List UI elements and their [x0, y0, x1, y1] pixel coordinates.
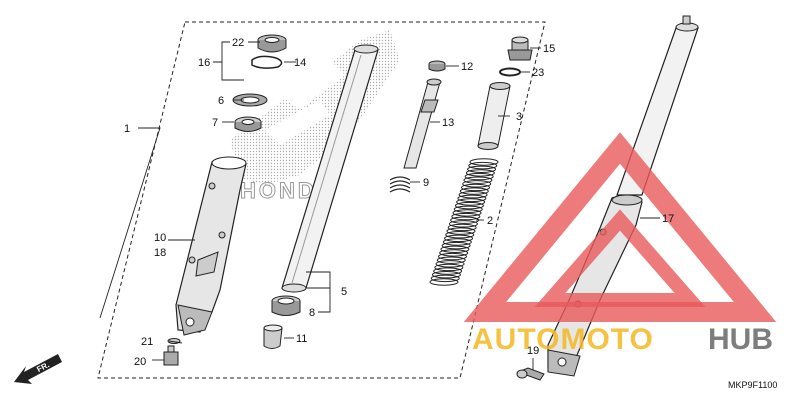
spring-coil	[429, 278, 459, 286]
front-direction-arrow: FR.	[14, 354, 62, 384]
part-label-8: 8	[309, 307, 315, 319]
oil-lock-piece	[263, 324, 283, 349]
piston-ring	[428, 60, 446, 72]
automotohub-triangle-logo	[463, 132, 777, 322]
fork-cap-bolt	[507, 36, 533, 61]
spring-coil	[461, 183, 491, 192]
part-label-9: 9	[423, 177, 429, 189]
spring-coil	[448, 220, 478, 228]
o-ring	[499, 67, 521, 77]
spring-coil	[439, 249, 469, 257]
spring-coil	[447, 223, 477, 232]
part-label-6: 6	[218, 95, 224, 107]
spring-coil	[435, 260, 465, 268]
part-label-12: 12	[461, 61, 473, 73]
part-label-5: 5	[341, 286, 347, 298]
spring-coil	[459, 187, 489, 195]
part-label-2: 2	[487, 215, 493, 227]
fork-tube	[281, 44, 379, 293]
spring-coil	[452, 209, 482, 217]
rebound-spring	[389, 176, 411, 193]
spring-coil	[441, 241, 471, 250]
spring-coil	[433, 267, 463, 275]
part-label-13: 13	[442, 117, 454, 129]
spring-coil	[444, 234, 474, 243]
assembly-boundary	[97, 21, 546, 379]
leader-lines	[99, 41, 660, 370]
socket-bolt	[516, 367, 545, 381]
guide-bushing	[234, 116, 262, 132]
spring-collar	[477, 82, 511, 150]
spring-coil	[431, 271, 461, 279]
part-label-23: 23	[532, 67, 544, 79]
diagram-code: MKP9F1100	[728, 380, 777, 390]
fork-spring	[429, 158, 499, 286]
part-label-11: 11	[296, 333, 307, 345]
spring-coil	[440, 245, 470, 253]
part-label-10: 10	[154, 232, 166, 244]
spring-coil	[436, 256, 466, 264]
dust-seal	[257, 34, 287, 53]
spring-coil	[454, 201, 484, 210]
spring-coil	[462, 180, 492, 188]
part-label-3: 3	[516, 111, 522, 123]
part-label-20: 20	[134, 356, 146, 368]
part-label-17: 17	[662, 213, 674, 225]
spring-coil	[465, 169, 495, 177]
spring-coil	[453, 205, 483, 213]
spring-coil	[463, 176, 493, 184]
part-label-22: 22	[232, 37, 244, 49]
part-label-7: 7	[212, 117, 218, 129]
spring-coil	[446, 227, 476, 235]
damper-rod	[403, 78, 442, 169]
part-label-15: 15	[543, 43, 555, 55]
spring-coil	[434, 263, 464, 272]
part-label-19: 19	[527, 345, 539, 357]
watermark-brand-right: HUB	[708, 323, 773, 356]
spring-coil	[430, 274, 460, 283]
spring-coil	[457, 194, 487, 203]
part-label-16: 16	[198, 57, 210, 69]
drain-bolt	[163, 345, 179, 366]
spring-coil	[442, 238, 472, 246]
part-label-21: 21	[141, 336, 153, 348]
spring-coil	[469, 158, 499, 166]
part-label-14: 14	[294, 57, 306, 69]
spring-coil	[464, 172, 494, 181]
spring-coil	[445, 231, 475, 239]
part-label-1: 1	[124, 123, 130, 135]
spring-coil	[456, 198, 486, 206]
spring-coil	[458, 191, 488, 199]
watermark-brand-left: AUTOMOTO	[472, 323, 654, 356]
spring-coil	[467, 165, 497, 173]
spring-coil	[437, 252, 467, 261]
part-labels: 22 16 14 6 7 1 10 18 21 20 5 8 11 12 13 …	[124, 37, 674, 368]
slide-bushing	[271, 295, 301, 316]
fork-slider	[175, 156, 247, 336]
part-label-18: 18	[154, 247, 166, 259]
stopper-ring	[251, 55, 283, 69]
spring-coil	[451, 212, 481, 221]
spring-coil	[468, 161, 498, 170]
